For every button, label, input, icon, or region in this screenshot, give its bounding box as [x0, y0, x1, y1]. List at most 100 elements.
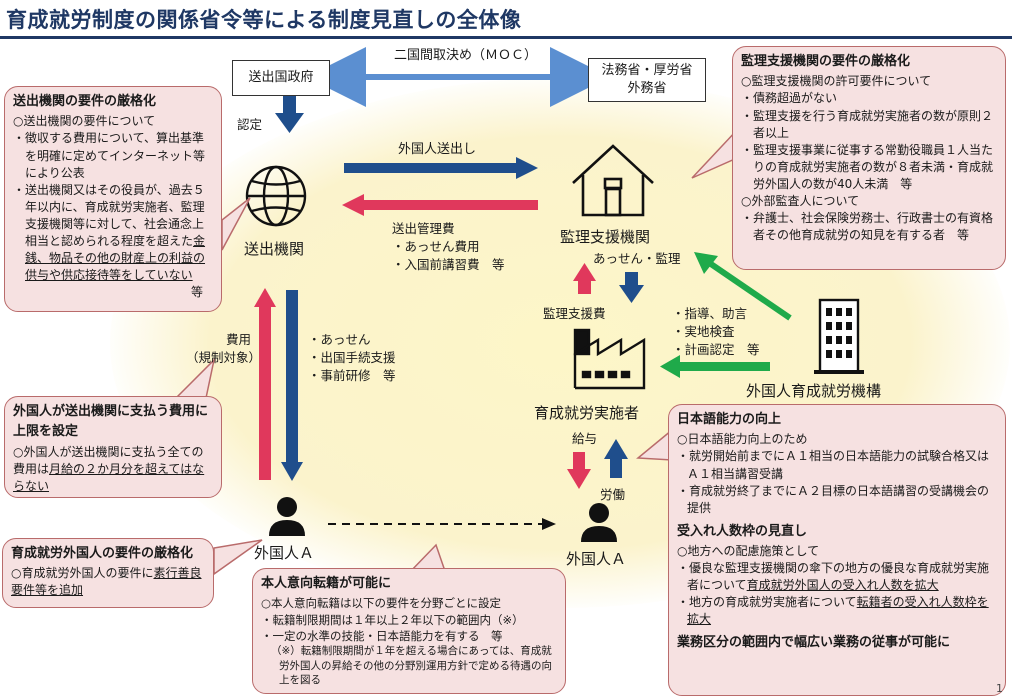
- certification-label: 認定: [237, 117, 263, 132]
- callout-supervising-sub-1: ○監理支援機関の許可要件について: [741, 74, 932, 89]
- callout-acceptance-item-2-text: ・地方の育成就労実施者について: [677, 595, 857, 610]
- implementer-label: 育成就労実施者: [534, 404, 640, 422]
- dispatch-arrow: [344, 157, 538, 179]
- mgmt-fee-label: 送出管理費: [392, 221, 455, 236]
- dispatch-label: 外国人送出し: [398, 142, 477, 157]
- callout-transfer: 本人意向転籍が可能に ○本人意向転籍は以下の要件を分野ごとに設定 ・転籍制限期間…: [252, 568, 566, 694]
- factory-icon: [573, 328, 646, 390]
- callout-acceptance-item-2-emphasis: 転籍者の受入れ人数枠を拡大: [687, 595, 989, 627]
- salary-label: 給与: [572, 431, 598, 446]
- callout-work-scope-heading: 業務区分の範囲内で幅広い業務の従事が可能に: [677, 635, 951, 651]
- callout-transfer-note: （※）転籍制限期間が１年を超える場合にあっては、育成就労外国人の昇給その他の分野…: [271, 645, 552, 686]
- callout-sending-item-2-text: ・送出機関又はその役員が、過去５年以内に、育成就労実施者、監理支援機関等に対して…: [13, 182, 205, 248]
- guidance-item-3: ・計画認定 等: [672, 342, 760, 358]
- callout-japanese-sub: ○日本語能力向上のため: [677, 432, 808, 447]
- cost-arrow: [254, 288, 276, 480]
- callout-tail-sending: [221, 197, 251, 251]
- ministries-label-1: 法務省・厚労省: [601, 63, 693, 79]
- labor-arrow: [604, 439, 628, 478]
- title-underline: [0, 36, 1012, 39]
- labor-label: 労働: [600, 487, 626, 502]
- callout-fee-cap-text-emphasis: 月給の２か月分を超えてはならない: [13, 461, 205, 493]
- callout-tail-worker: [213, 539, 263, 576]
- callout-supervising-item-2: ・監理支援を行う育成就労実施者の数が原則２者以上: [741, 108, 994, 140]
- callout-fee-cap-text-plain: ○外国人が送出機関に支払う全ての費用は: [13, 444, 204, 476]
- cost-label: 費用: [226, 332, 252, 347]
- mgmt-fee-arrow: [342, 194, 538, 216]
- person-icon-right: [581, 503, 617, 542]
- callout-acceptance-item-2: ・地方の育成就労実施者について転籍者の受入れ人数枠を拡大: [677, 594, 997, 628]
- callout-sending-sub: ○送出機関の要件について: [13, 114, 156, 129]
- callout-supervising-item-4: ・弁護士、社会保険労務士、行政書士の有資格者その他育成就労の知見を有する者 等: [741, 210, 994, 242]
- callout-supervising-heading: 監理支援機関の要件の厳格化: [741, 54, 911, 69]
- house-icon: [572, 144, 654, 217]
- mgmt-fee-item-1: ・あっせん費用: [392, 239, 480, 255]
- callout-acceptance-item-1-text: ・優良な監理支援機関の傘下の地方の優良な育成就労実施者について: [677, 561, 990, 593]
- ministries-box: 法務省・厚労省 外務省: [588, 58, 706, 102]
- sending-government-box: 送出国政府: [232, 60, 330, 96]
- support-fee-label: 監理支援費: [543, 306, 606, 321]
- services-item-2: ・出国手続支援: [308, 350, 396, 366]
- supervising-org-label: 監理支援機関: [560, 228, 651, 246]
- services-item-1: ・あっせん: [308, 332, 371, 347]
- callout-worker-requirements: 育成就労外国人の要件の厳格化 ○育成就労外国人の要件に素行善良要件等を追加: [2, 538, 214, 608]
- callout-supervising-item-1: ・債務超過がない: [741, 91, 838, 106]
- ministries-label-2: 外務省: [627, 81, 667, 96]
- sending-org-label: 送出機関: [244, 240, 305, 258]
- guidance-block: ・指導、助言 ・実地検査 ・計画認定 等: [672, 305, 760, 359]
- salary-arrow: [567, 452, 591, 489]
- callout-sending-item-1: ・徴収する費用について、算出基準を明確に定めてインターネット等により公表: [13, 131, 206, 180]
- callout-transfer-heading: 本人意向転籍が可能に: [261, 576, 392, 591]
- callout-acceptance-sub: ○地方への配慮施策として: [677, 544, 820, 559]
- callout-japanese-and-acceptance: 日本語能力の向上 ○日本語能力向上のため ・就労開始前までにＡ１相当の日本語能力…: [668, 404, 1006, 696]
- services-block: ・あっせん ・出国手続支援 ・事前研修 等: [308, 331, 396, 385]
- callout-transfer-item-2: ・一定の水準の技能・日本語能力を有する 等: [261, 629, 503, 644]
- cost-regulated-label: （規制対象）: [186, 350, 262, 366]
- services-arrow: [281, 290, 303, 481]
- page-number: 1: [996, 682, 1003, 695]
- page-title: 育成就労制度の関係省令等による制度見直しの全体像: [6, 8, 522, 32]
- building-icon: [814, 298, 864, 374]
- callout-japanese-item-2: ・育成就労終了までにＡ２目標の日本語講習の受講機会の提供: [677, 483, 990, 515]
- person-icon-left: [269, 497, 305, 536]
- callout-worker-text: ○育成就労外国人の要件に素行善良要件等を追加: [11, 565, 205, 599]
- callout-supervising-requirements: 監理支援機関の要件の厳格化 ○監理支援機関の許可要件について ・債務超過がない …: [732, 46, 1006, 270]
- moc-label: 二国間取決め（ＭＯＣ）: [394, 48, 538, 63]
- certification-arrow: [275, 96, 304, 133]
- callout-japanese-item-1: ・就労開始前までにＡ１相当の日本語能力の試験合格又はＡ１相当講習受講: [677, 449, 990, 481]
- transfer-arrow: [328, 518, 556, 530]
- organization-label: 外国人育成就労機構: [746, 382, 882, 400]
- services-item-3: ・事前研修 等: [308, 368, 396, 384]
- callout-sending-requirements: 送出機関の要件の厳格化 ○送出機関の要件について ・徴収する費用について、算出基…: [4, 86, 222, 312]
- mediation-arrow: [619, 272, 644, 303]
- callout-transfer-sub: ○本人意向転籍は以下の要件を分野ごとに設定: [261, 596, 502, 611]
- callout-japanese-heading: 日本語能力の向上: [677, 412, 782, 427]
- callout-worker-heading: 育成就労外国人の要件の厳格化: [11, 546, 194, 561]
- callout-supervising-item-3: ・監理支援事業に従事する常勤役職員１人当たりの育成就労実施者の数が８者未満・育成…: [741, 142, 994, 191]
- callout-worker-text-emphasis: 素行善良要件等を追加: [11, 566, 202, 598]
- worker-a-right-label: 外国人Ａ: [566, 550, 627, 568]
- callout-fee-cap: 外国人が送出機関に支払う費用に 上限を設定 ○外国人が送出機関に支払う全ての費用…: [4, 396, 222, 498]
- callout-fee-cap-heading-2: 上限を設定: [13, 424, 79, 440]
- callout-sending-heading: 送出機関の要件の厳格化: [13, 94, 157, 109]
- guidance-arrow-lower: [660, 355, 770, 378]
- mgmt-fee-item-2: ・入国前講習費 等: [392, 257, 505, 273]
- callout-fee-cap-heading-1: 外国人が送出機関に支払う費用に: [13, 404, 209, 419]
- callout-sending-item-2-end: 等: [190, 284, 203, 299]
- callout-tail-japanese: [636, 428, 673, 461]
- callout-tail-supervising: [691, 128, 738, 179]
- mgmt-fee-block: 送出管理費 ・あっせん費用 ・入国前講習費 等: [392, 220, 505, 274]
- callout-acceptance-item-1: ・優良な監理支援機関の傘下の地方の優良な育成就労実施者について育成就労外国人の受…: [677, 560, 997, 594]
- callout-worker-text-plain: ○育成就労外国人の要件に: [11, 566, 154, 581]
- callout-sending-item-2: ・送出機関又はその役員が、過去５年以内に、育成就労実施者、監理支援機関等に対して…: [13, 182, 213, 284]
- sending-government-label: 送出国政府: [248, 70, 314, 86]
- callout-supervising-sub-2: ○外部監査人について: [741, 193, 860, 208]
- callout-transfer-item-1: ・転籍制限期間は１年以上２年以下の範囲内（※）: [261, 612, 524, 627]
- callout-acceptance-heading: 受入れ人数枠の見直し: [677, 523, 808, 539]
- worker-a-left-label: 外国人Ａ: [254, 544, 315, 562]
- guidance-arrow-upper: [694, 252, 792, 321]
- callout-fee-cap-text: ○外国人が送出機関に支払う全ての費用は月給の２か月分を超えてはならない: [13, 444, 213, 495]
- callout-acceptance-item-1-emphasis: 育成就労外国人の受入れ人数を拡大: [746, 578, 939, 593]
- callout-sending-item-2-emphasis: 金銭、物品その他の財産上の利益の供与や供応接待等をしていない: [25, 233, 206, 282]
